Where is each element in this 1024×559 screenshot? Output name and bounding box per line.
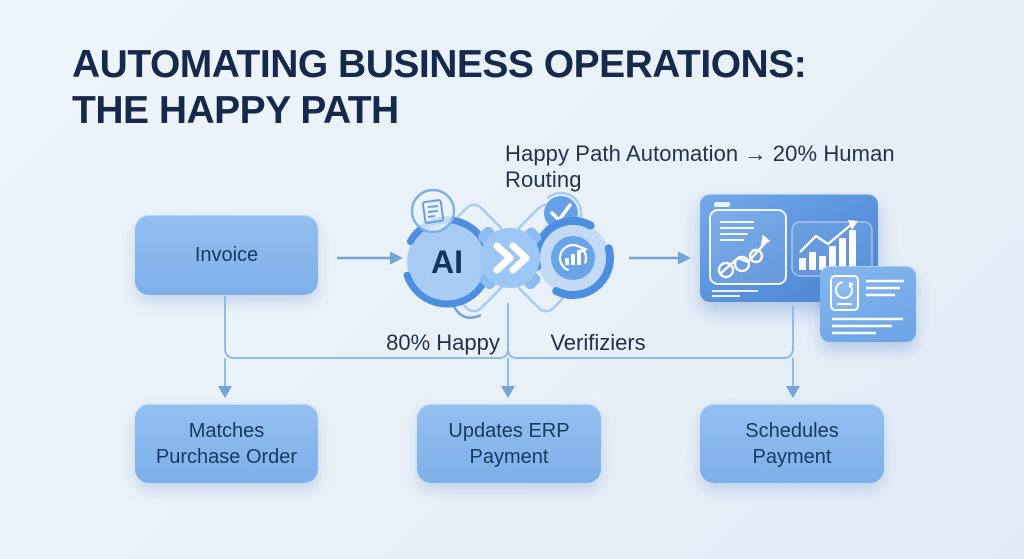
dashboard-caption-lines — [712, 290, 758, 297]
report-text-lines-top — [866, 279, 904, 297]
double-chevron-icon — [493, 242, 530, 274]
loop-arrow-icon — [447, 296, 482, 319]
node-network-x-shape — [455, 203, 565, 313]
trend-arrowhead-icon — [760, 234, 771, 247]
ai-hub-cluster: AI — [401, 188, 614, 319]
page-title-line1: AUTOMATING BUSINESS OPERATIONS: — [72, 43, 807, 86]
arrow-ai-to-dashboard — [629, 251, 691, 265]
trend-line-icon — [799, 220, 858, 253]
bar-chart-icon — [799, 230, 856, 270]
page-title-line2: THE HAPPY PATH — [72, 89, 399, 132]
invoice-label: Invoice — [194, 244, 259, 266]
branch-label-verifiers: Verifiziers — [550, 330, 646, 355]
dashboard-left-panel — [709, 209, 787, 285]
check-badge-icon — [539, 191, 583, 235]
subtitle: Happy Path Automation → 20% Human Routin… — [505, 141, 895, 192]
growth-coins-icon — [717, 241, 767, 279]
ai-label: AI — [431, 244, 463, 280]
outcome-3-line2: Payment — [752, 445, 832, 468]
outcome-2-line1: Updates ERP — [448, 419, 570, 442]
arrow-invoice-to-ai — [337, 251, 403, 265]
document-badge-icon — [410, 188, 456, 234]
branch-arrowheads — [218, 386, 800, 398]
outcome-box-matches-purchase-order: Matches Purchase Order — [135, 404, 318, 483]
branch-label-happy-path: 80% Happy — [386, 330, 500, 355]
page-title: AUTOMATING BUSINESS OPERATIONS: THE HAPP… — [72, 42, 852, 134]
outcome-box-schedules-payment: Schedules Payment — [700, 404, 884, 483]
dashboard-notch — [714, 202, 730, 207]
report-card-graphics — [830, 275, 904, 335]
chart-refresh-badge-icon — [532, 217, 614, 299]
process-chevron-gear-icon — [478, 226, 542, 290]
outcome-2-line2: Payment — [469, 445, 549, 468]
outcome-1-line1: Matches — [188, 419, 265, 442]
analytics-dashboard-illustration — [700, 194, 878, 302]
report-card-illustration — [820, 266, 916, 342]
outcome-box-updates-erp-payment: Updates ERP Payment — [417, 404, 601, 483]
ai-circle-badge: AI — [401, 216, 493, 308]
invoice-box: Invoice — [135, 215, 318, 295]
outcome-3-line1: Schedules — [745, 419, 839, 442]
dashboard-screen-graphics — [709, 209, 873, 297]
report-text-lines-bottom — [832, 317, 903, 335]
dashboard-right-panel — [791, 220, 873, 277]
mini-bar-chart-icon — [565, 250, 581, 265]
outcome-1-line2: Purchase Order — [155, 445, 298, 468]
document-refresh-icon — [830, 275, 859, 311]
document-lines-icon — [720, 221, 754, 241]
